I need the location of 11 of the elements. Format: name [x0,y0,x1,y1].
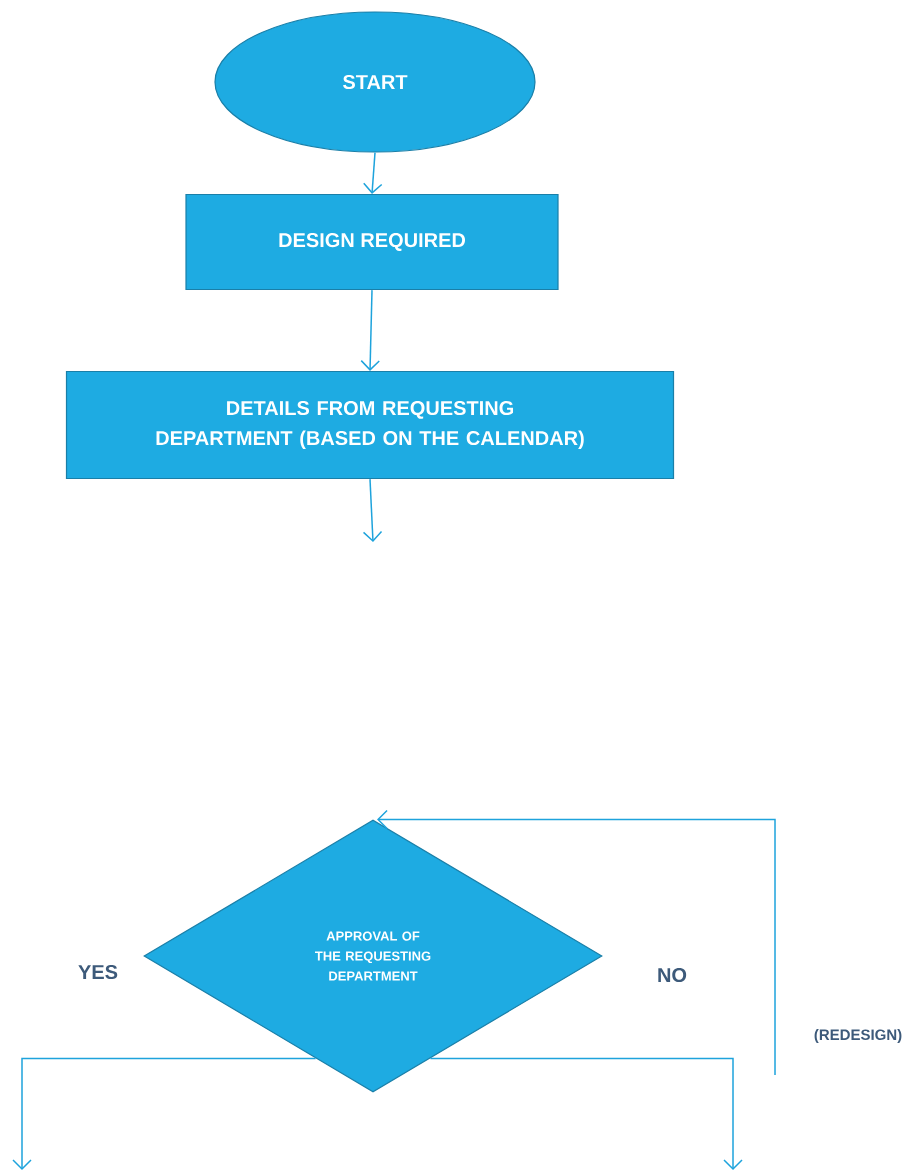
arrow [363,151,383,194]
process-box: DETAILS FROM REQUESTING DEPARTMENT (BASED ON THE CALENDAR) [65,370,675,480]
arrow [377,809,776,1076]
process-box: DESIGN REQUIRED [185,193,559,291]
edge-label: YES [76,962,120,982]
arrow [360,289,380,371]
edge-label: NO [655,965,689,985]
arrow [362,478,383,542]
arrow [429,1057,743,1170]
edge-label: (REDESIGN) [811,1027,905,1045]
arrow [12,1057,317,1170]
